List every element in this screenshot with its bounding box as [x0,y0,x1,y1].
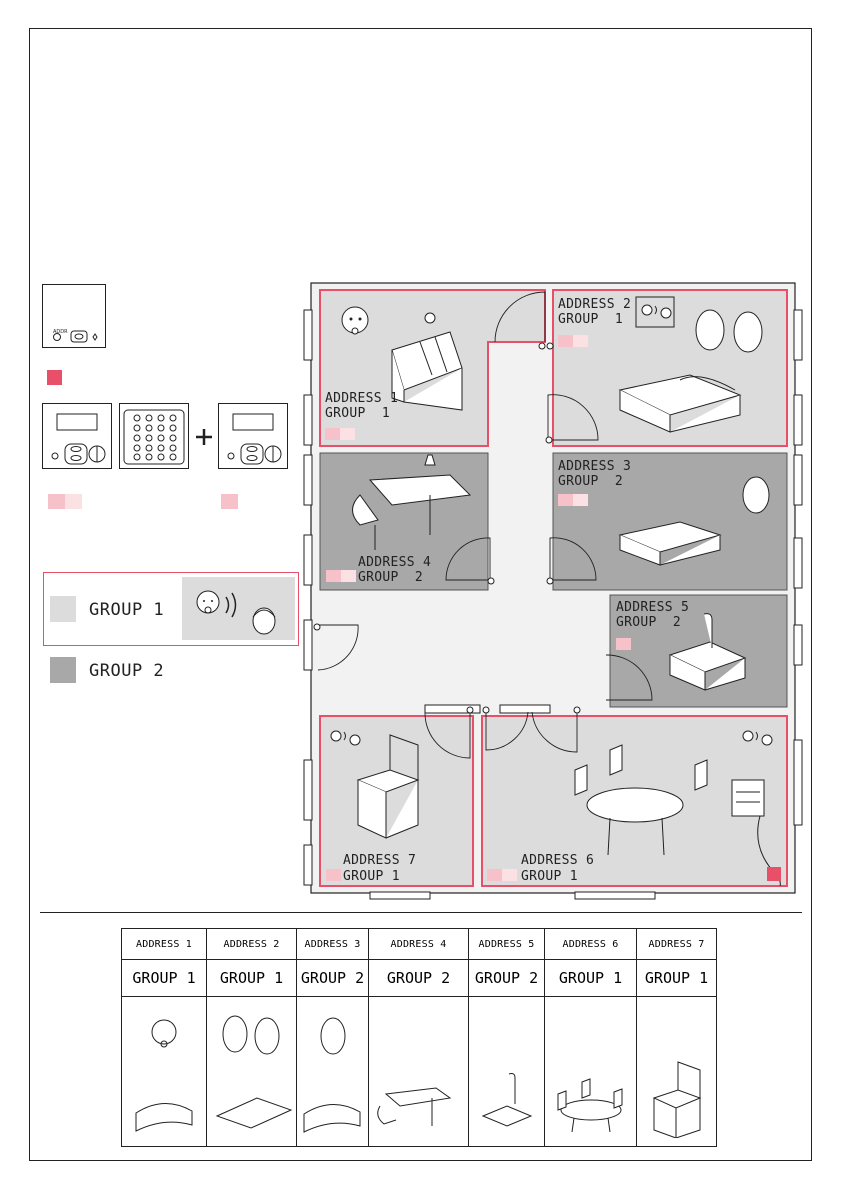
plus-icon [194,427,214,447]
baby-icon [342,307,368,334]
room6-group: GROUP 1 [521,869,578,884]
room1-group: GROUP 1 [325,406,390,421]
bed-woman-icon [298,998,368,1138]
address-cell: ADDRESS 5 [469,929,545,960]
room2-address: ADDRESS 2 [558,297,631,312]
group-cell: GROUP 2 [369,960,469,997]
room7-group: GROUP 1 [343,869,400,884]
room3-group: GROUP 2 [558,474,623,489]
pink-swatch-light [65,494,82,509]
address-row: ADDRESS 1 ADDRESS 2 ADDRESS 3 ADDRESS 4 … [122,929,717,960]
room7-address: ADDRESS 7 [343,853,416,868]
accent-swatch [47,370,62,385]
display-unit-icon [219,404,287,468]
sink-icon [471,998,543,1138]
icon-row [122,997,717,1147]
room6-address: ADDRESS 6 [521,853,594,868]
group1-icon-panel [182,577,295,640]
device-keypad-unit [119,403,189,469]
group-row: GROUP 1 GROUP 1 GROUP 2 GROUP 2 GROUP 2 … [122,960,717,997]
address-cell: ADDRESS 3 [297,929,369,960]
basic-unit-marker [767,867,781,881]
group-cell: GROUP 2 [297,960,369,997]
basic-unit-icon: ADDR [43,285,105,347]
address-cell: ADDRESS 4 [369,929,469,960]
group-cell: GROUP 1 [637,960,717,997]
display-unit-icon [43,404,111,468]
room3-address: ADDRESS 3 [558,459,631,474]
room1-address: ADDRESS 1 [325,391,398,406]
stove-icon [640,998,714,1138]
baby-to-parent-icon [182,577,295,640]
group-cell: GROUP 2 [469,960,545,997]
device-display-unit [42,403,112,469]
room2-group: GROUP 1 [558,312,623,327]
group-cell: GROUP 1 [122,960,207,997]
pink-swatch [48,494,65,509]
address-cell: ADDRESS 7 [637,929,717,960]
group-cell: GROUP 1 [207,960,297,997]
keypad-icon [120,404,188,468]
double-bed-parents-icon [209,998,295,1138]
summary-table: ADDRESS 1 ADDRESS 2 ADDRESS 3 ADDRESS 4 … [121,928,717,1147]
room5-address: ADDRESS 5 [616,600,689,615]
device-basic-unit: ADDR [42,284,106,348]
floor-plan [300,280,810,900]
stereo-icon [732,780,764,816]
address-cell: ADDRESS 2 [207,929,297,960]
dining-table-icon [548,998,634,1138]
group2-swatch [50,657,76,683]
pink-swatch [221,494,238,509]
address-cell: ADDRESS 6 [545,929,637,960]
group-cell: GROUP 1 [545,960,637,997]
woman-icon [743,477,769,513]
divider [40,912,802,913]
crib-baby-icon [124,998,204,1138]
room5-group: GROUP 2 [616,615,681,630]
group1-swatch [50,596,76,622]
group1-label: GROUP 1 [89,600,164,620]
device-display-unit-2 [218,403,288,469]
address-cell: ADDRESS 1 [122,929,207,960]
group2-label: GROUP 2 [89,661,164,681]
room4-address: ADDRESS 4 [358,555,431,570]
desk-office-icon [372,998,466,1138]
room4-group: GROUP 2 [358,570,423,585]
